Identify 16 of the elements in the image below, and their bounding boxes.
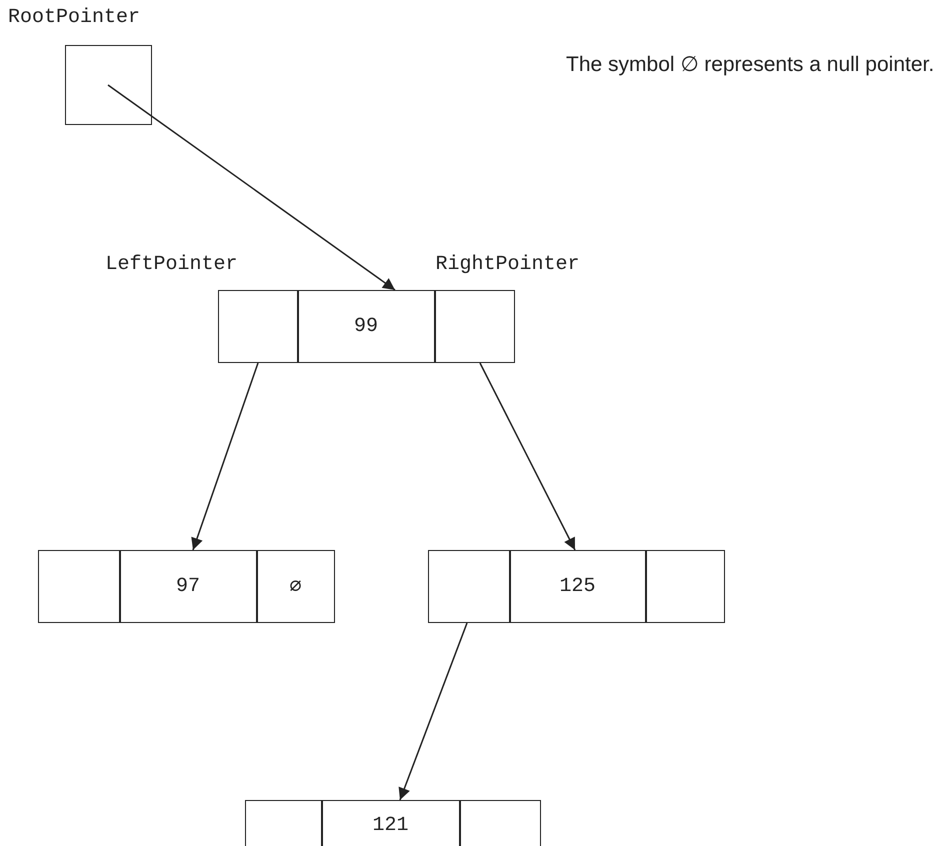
pointer-name: LeftPointer	[106, 252, 238, 276]
cell-value: 99	[354, 314, 378, 338]
data-cell	[120, 550, 256, 622]
data-cell	[510, 550, 646, 622]
pointer-name: RootPointer	[8, 6, 140, 29]
cell-value: 121	[372, 814, 408, 836]
note-text: The symbol ∅ represents a null pointer.	[566, 52, 934, 77]
cell-value: ∅	[289, 575, 302, 599]
arrow	[398, 622, 468, 800]
pointer-name: RightPointer	[436, 252, 580, 276]
arrow	[108, 84, 396, 291]
cell-value: 97	[176, 574, 200, 598]
data-cell	[298, 290, 434, 362]
cell-value: 125	[559, 574, 596, 598]
arrow	[191, 362, 259, 550]
arrow	[479, 362, 576, 550]
